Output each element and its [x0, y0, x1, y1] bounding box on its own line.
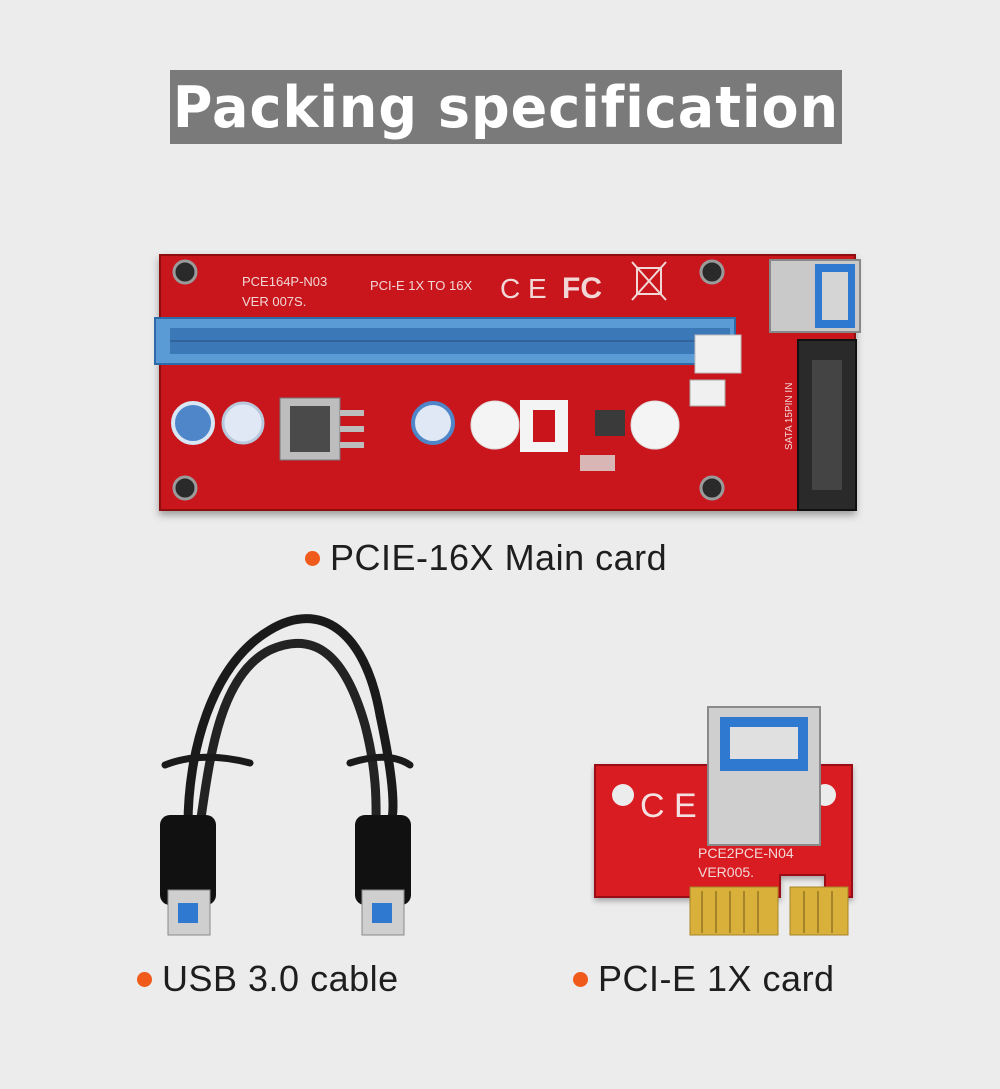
usb-cable-image [160, 614, 414, 936]
main-card-caption-text: PCIE-16X Main card [330, 537, 668, 578]
svg-text:C E: C E [500, 273, 547, 304]
bullet-icon [305, 550, 320, 566]
pcb-model-label: PCE164P-N03 [242, 274, 327, 289]
main-card-caption: PCIE-16X Main card [305, 537, 667, 579]
bullet-icon [137, 971, 152, 987]
pcie-1x-card-image: C E PCE2PCE-N04 VER005. [594, 706, 853, 936]
usb-cable-caption: USB 3.0 cable [137, 958, 399, 1000]
pcie-1x-card-caption: PCI-E 1X card [573, 958, 835, 1000]
pcb-model-label: PCE2PCE-N04 [698, 845, 794, 861]
pcb-version-label: VER 007S. [242, 294, 306, 309]
pcb-type-label: PCI-E 1X TO 16X [370, 278, 472, 293]
bullet-icon [573, 971, 588, 987]
pcie-1x-card-caption-text: PCI-E 1X card [598, 958, 835, 999]
pcb-version-label: VER005. [698, 864, 754, 880]
main-card-image: PCE164P-N03 VER 007S. PCI-E 1X TO 16X C … [154, 254, 861, 511]
svg-text:FC: FC [562, 272, 602, 305]
svg-text:C E: C E [640, 787, 697, 825]
usb-cable-caption-text: USB 3.0 cable [162, 958, 399, 999]
pcb-sata-label: SATA 15PIN IN [784, 383, 795, 450]
page-title: Packing specification [172, 73, 840, 141]
title-banner: Packing specification [170, 70, 842, 144]
